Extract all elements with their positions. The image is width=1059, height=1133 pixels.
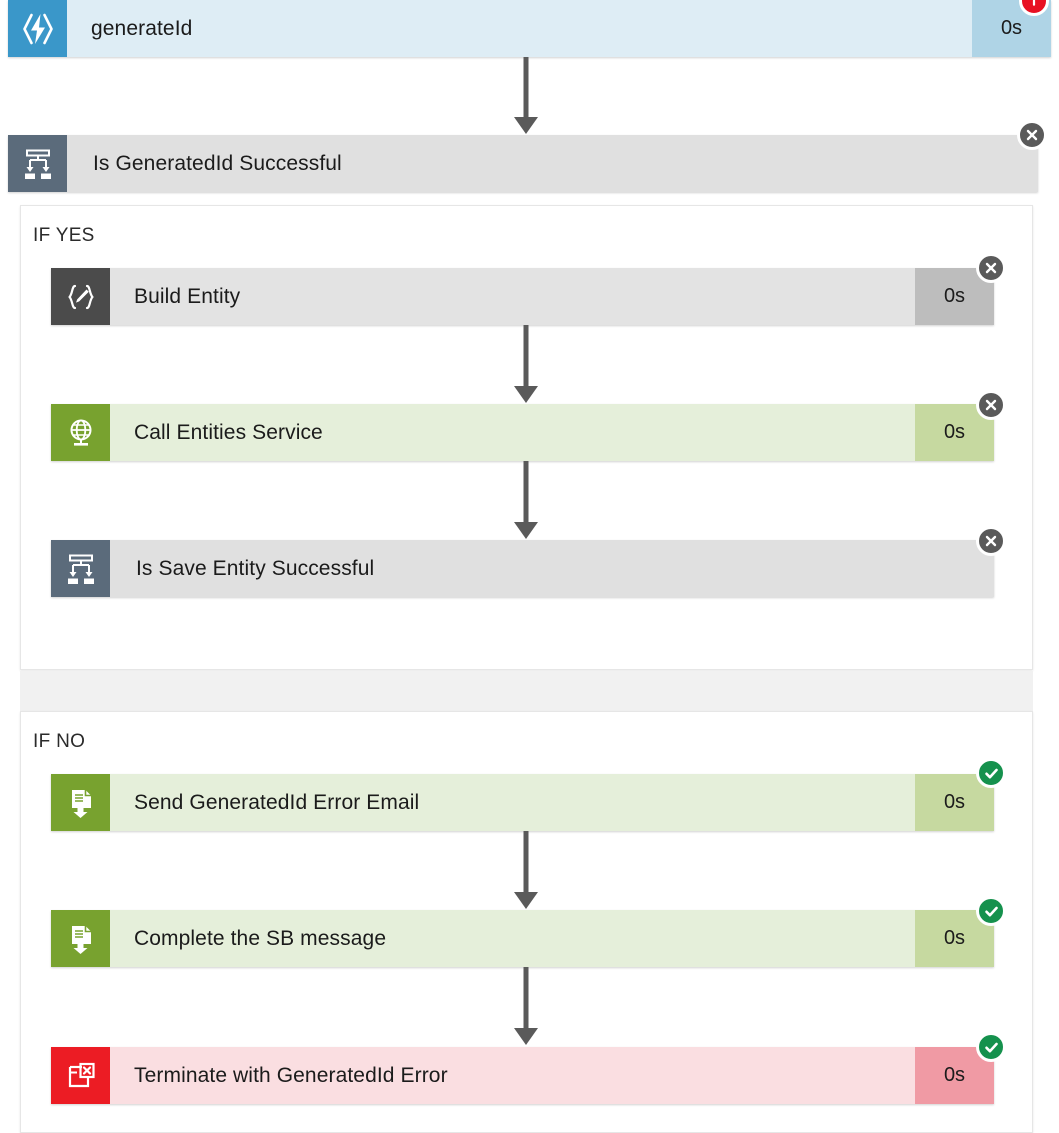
trigger-card-generateid[interactable]: generateId 0s (8, 0, 1051, 57)
branch-label-if-no: IF NO (33, 731, 86, 752)
connector-complete-sb-message-to-terminate (511, 967, 541, 1046)
connector-send-email-to-complete-sb-message (511, 831, 541, 910)
action-card-complete-the-sb-message[interactable]: Complete the SB message 0s (51, 910, 994, 967)
action-duration-build-entity: 0s (915, 268, 994, 325)
connector-call-entities-service-to-is-save-entity-successful (511, 461, 541, 540)
terminate-window-x-icon (51, 1047, 110, 1104)
status-badge-skipped-call-entities-service[interactable] (976, 390, 1006, 420)
action-title-complete-the-sb-message: Complete the SB message (134, 926, 387, 950)
condition-title-is-save-entity-successful: Is Save Entity Successful (136, 556, 375, 580)
condition-branch-icon (8, 135, 67, 192)
http-globe-icon (51, 404, 110, 461)
condition-title: Is GeneratedId Successful (93, 151, 342, 175)
connector-trigger-to-condition (511, 57, 541, 135)
condition-card-is-generatedid-successful[interactable]: Is GeneratedId Successful (8, 135, 1038, 192)
action-title-send-generatedid-error-email: Send GeneratedId Error Email (134, 790, 420, 814)
action-title-build-entity: Build Entity (134, 284, 241, 308)
status-badge-success-complete-the-sb-message[interactable] (976, 896, 1006, 926)
branch-label-if-yes: IF YES (33, 225, 95, 246)
connector-build-entity-to-call-entities-service (511, 325, 541, 404)
trigger-title: generateId (91, 16, 193, 40)
status-badge-success-send-generatedid-error-email[interactable] (976, 758, 1006, 788)
service-bus-message-icon (51, 910, 110, 967)
status-badge-skipped-condition[interactable] (1017, 120, 1047, 150)
logic-apps-bolt-icon (8, 0, 67, 57)
action-title-terminate-with-generatedid-error: Terminate with GeneratedId Error (134, 1063, 448, 1087)
action-card-send-generatedid-error-email[interactable]: Send GeneratedId Error Email 0s (51, 774, 994, 831)
service-bus-message-icon (51, 774, 110, 831)
status-badge-success-terminate-with-generatedid-error[interactable] (976, 1032, 1006, 1062)
action-card-build-entity[interactable]: Build Entity 0s (51, 268, 994, 325)
condition-card-is-save-entity-successful[interactable]: Is Save Entity Successful (51, 540, 994, 597)
condition-branch-icon (51, 540, 110, 597)
compose-braces-pencil-icon (51, 268, 110, 325)
status-badge-skipped-build-entity[interactable] (976, 253, 1006, 283)
action-card-terminate-with-generatedid-error[interactable]: Terminate with GeneratedId Error 0s (51, 1047, 994, 1104)
status-badge-skipped-is-save-entity-successful[interactable] (976, 526, 1006, 556)
branch-gap-divider (20, 671, 1033, 711)
action-card-call-entities-service[interactable]: Call Entities Service 0s (51, 404, 994, 461)
action-title-call-entities-service: Call Entities Service (134, 420, 323, 444)
